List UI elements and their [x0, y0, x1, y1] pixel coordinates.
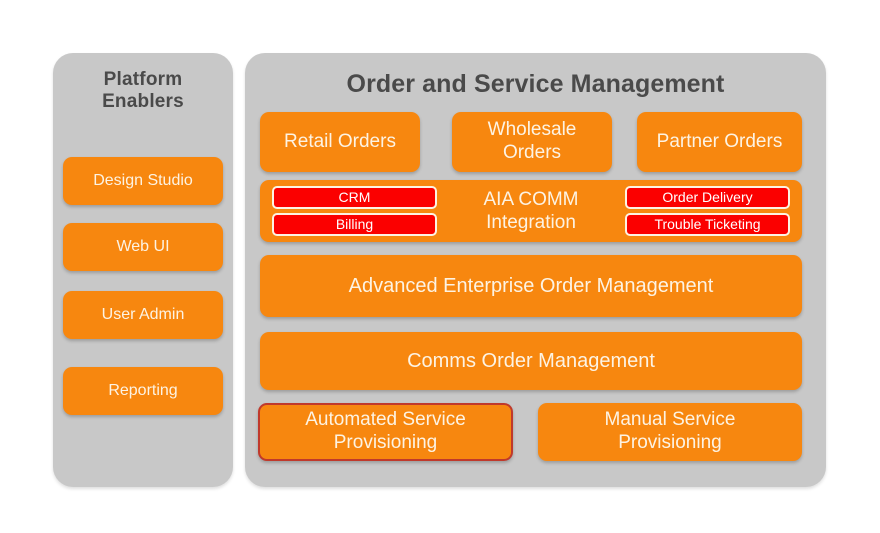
box-label: Wholesale Orders	[488, 119, 577, 165]
chip-order-delivery[interactable]: Order Delivery	[625, 186, 790, 209]
box-label-line2: Provisioning	[333, 432, 438, 453]
box-label: Comms Order Management	[407, 350, 655, 372]
box-label-line1: Manual Service	[604, 409, 736, 431]
box-automated-service-provisioning[interactable]: Automated Service Provisioning	[258, 403, 513, 461]
platform-enablers-title-line1: Platform	[103, 69, 183, 90]
sidebar-item-label: Web UI	[116, 238, 170, 256]
box-wholesale-orders[interactable]: Wholesale Orders	[452, 112, 612, 172]
sidebar-item-label: Reporting	[108, 382, 178, 400]
page-title: Order and Service Management	[346, 70, 725, 98]
chip-label: Order Delivery	[662, 189, 753, 206]
aia-comm-integration-label: AIA COMM Integration	[483, 188, 578, 234]
sidebar-item-label: Design Studio	[93, 172, 193, 190]
chip-crm[interactable]: CRM	[272, 186, 437, 209]
box-label: Advanced Enterprise Order Management	[348, 275, 714, 297]
sidebar-item-reporting[interactable]: Reporting	[63, 367, 223, 415]
platform-enablers-title-line2: Enablers	[102, 91, 184, 113]
chip-billing[interactable]: Billing	[272, 213, 437, 236]
chip-label: CRM	[338, 189, 371, 206]
sidebar-item-web-ui[interactable]: Web UI	[63, 223, 223, 271]
box-label: Retail Orders	[284, 130, 396, 152]
sidebar-item-user-admin[interactable]: User Admin	[63, 291, 223, 339]
band-aia-comm-integration[interactable]: AIA COMM Integration CRM Billing Order D…	[260, 180, 802, 242]
aia-label-line1: AIA COMM	[483, 188, 579, 210]
platform-enablers-title: Platform Enablers	[53, 69, 233, 114]
box-advanced-enterprise-order-management[interactable]: Advanced Enterprise Order Management	[260, 255, 802, 317]
box-label: Manual Service Provisioning	[605, 409, 736, 455]
box-label-line1: Wholesale	[487, 119, 577, 141]
box-partner-orders[interactable]: Partner Orders	[637, 112, 802, 172]
chip-label: Billing	[335, 216, 374, 233]
box-label-line2: Provisioning	[618, 432, 722, 453]
box-retail-orders[interactable]: Retail Orders	[260, 112, 420, 172]
chip-trouble-ticketing[interactable]: Trouble Ticketing	[625, 213, 790, 236]
box-label-line1: Automated Service	[305, 409, 466, 431]
chip-label: Trouble Ticketing	[654, 216, 761, 233]
box-label: Automated Service Provisioning	[305, 409, 466, 455]
sidebar-item-label: User Admin	[101, 306, 185, 324]
box-label-line2: Orders	[502, 142, 562, 163]
box-comms-order-management[interactable]: Comms Order Management	[260, 332, 802, 390]
sidebar-item-design-studio[interactable]: Design Studio	[63, 157, 223, 205]
box-label: Partner Orders	[656, 130, 783, 152]
aia-label-line2: Integration	[486, 212, 576, 233]
box-manual-service-provisioning[interactable]: Manual Service Provisioning	[538, 403, 802, 461]
